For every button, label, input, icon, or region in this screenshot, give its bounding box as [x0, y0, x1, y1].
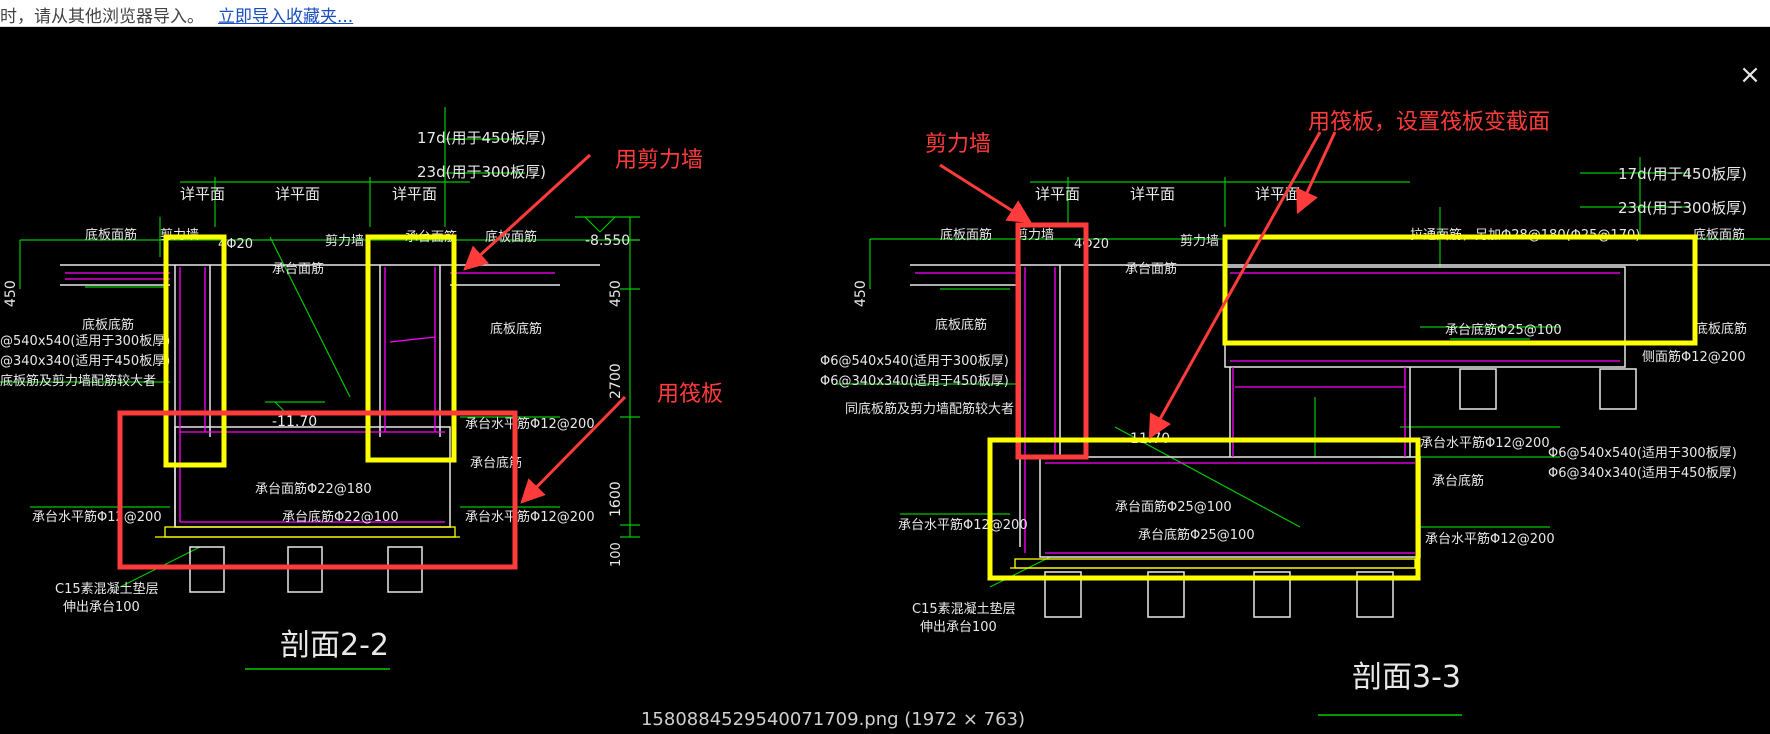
- r-label-top-1: 17d(用于450板厚): [1618, 165, 1747, 183]
- label-xiang-3: 详平面: [392, 185, 437, 203]
- label-spec-3: 底板筋及剪力墙配筋较大者: [0, 373, 156, 389]
- cad-labels: 17d(用于450板厚) 23d(用于300板厚) 详平面 详平面 详平面 底板…: [0, 129, 630, 615]
- label-dim-450-r: 450: [608, 280, 624, 307]
- r-label-xiang-3: 详平面: [1255, 185, 1300, 203]
- r-label-spec-1: Φ6@540x540(适用于300板厚): [820, 354, 1009, 369]
- r-label-spec-3: 同底板筋及剪力墙配筋较大者: [845, 401, 1014, 417]
- label-dim-2700: 2700: [608, 363, 624, 399]
- highlight-raft: [117, 410, 518, 570]
- r-label-shuiping-r: 承台水平筋Φ12@200: [1425, 531, 1555, 547]
- r-label-dibanmianjin-r: 底板面筋: [1693, 227, 1745, 243]
- label-shuiping-r2: 承台水平筋Φ12@200: [465, 509, 595, 525]
- label-dim-450-l: 450: [3, 280, 19, 307]
- r-label-d4: 4Φ20: [1074, 237, 1109, 252]
- highlight-wall-right-section: [1015, 222, 1089, 460]
- label-dijin-22: 承台底筋Φ22@100: [282, 509, 399, 525]
- section-3-3: 17d(用于450板厚) 23d(用于300板厚) 详平面 详平面 详平面 底板…: [820, 110, 1770, 716]
- r-label-shuiping-l: 承台水平筋Φ12@200: [898, 517, 1028, 533]
- r-label-dibandijin-r: 底板底筋: [1695, 321, 1747, 337]
- cushion-layer-right: [1014, 558, 1416, 569]
- r-label-mianjin-25-top: 承台底筋Φ25@100: [1445, 322, 1562, 338]
- label-dibanmianjin: 底板面筋: [85, 227, 137, 243]
- highlight-raft-top: [1222, 234, 1698, 346]
- r-label-jianliqiang-1: 剪力墙: [1015, 227, 1054, 243]
- label-xiang-1: 详平面: [180, 185, 225, 203]
- label-mianjin-22: 承台面筋Φ22@180: [255, 481, 372, 497]
- r-label-dijin-25: 承台底筋Φ25@100: [1138, 527, 1255, 543]
- import-notice-bar: 时，请从其他浏览器导入。 立即导入收藏夹...: [0, 0, 1770, 27]
- highlight-raft-bottom: [987, 437, 1421, 581]
- image-filename-caption: 1580884529540071709.png (1972 × 763): [640, 709, 1026, 730]
- r-label-jianliqiang-2: 剪力墙: [1180, 233, 1219, 249]
- label-c15-2: 伸出承台100: [63, 600, 140, 615]
- r-label-spec-r1: Φ6@540x540(适用于300板厚): [1548, 446, 1737, 461]
- section-title-2-2: 剖面2-2: [280, 628, 389, 663]
- label-spec-1: @540x540(适用于300板厚): [0, 334, 170, 349]
- annotation-raft-variable-section: 用筏板，设置筏板变截面: [1308, 110, 1550, 135]
- section-title-3-3: 剖面3-3: [1352, 660, 1461, 695]
- label-dibandijin-r: 底板底筋: [490, 321, 542, 337]
- r-label-c15-1: C15素混凝土垫层: [912, 601, 1016, 617]
- r-label-top-2: 23d(用于300板厚): [1618, 199, 1747, 217]
- r-label-xiang-1: 详平面: [1035, 185, 1080, 203]
- r-label-chengtaidijin: 承台底筋: [1432, 473, 1484, 489]
- r-label-dim-450: 450: [853, 280, 869, 307]
- r-label-cemian: 侧面筋Φ12@200: [1642, 349, 1746, 365]
- cad-drawing: 17d(用于450板厚) 23d(用于300板厚) 详平面 详平面 详平面 底板…: [0, 107, 1770, 716]
- r-label-c15-2: 伸出承台100: [920, 620, 997, 635]
- r-label-dibanmianjin: 底板面筋: [940, 227, 992, 243]
- label-c15-1: C15素混凝土垫层: [55, 581, 159, 597]
- structure-outline-right: [910, 264, 1770, 618]
- rebar-lines: [65, 267, 555, 523]
- label-dibandijin-l: 底板底筋: [82, 317, 134, 333]
- notice-text: 时，请从其他浏览器导入。: [0, 7, 204, 27]
- highlight-wall-right: [365, 234, 457, 463]
- image-lightbox: 17d(用于450板厚) 23d(用于300板厚) 详平面 详平面 详平面 底板…: [0, 27, 1770, 734]
- label-chengtaimianjin-2: 承台面筋: [272, 261, 324, 277]
- label-shuiping-r: 承台水平筋Φ12@200: [465, 416, 595, 432]
- r-label-spec-2: Φ6@340x340(适用于450板厚): [820, 374, 1009, 389]
- cushion-layer: [164, 526, 456, 538]
- label-d4: 4Φ20: [218, 237, 253, 252]
- label-dim-1600: 1600: [608, 481, 624, 517]
- close-icon[interactable]: ×: [1739, 60, 1761, 90]
- annotation-shear-wall: 剪力墙: [925, 132, 991, 157]
- label-dim-100: 100: [609, 542, 624, 567]
- rebar-lines-right: [915, 267, 1620, 554]
- label-spec-2: @340x340(适用于450板厚): [0, 354, 170, 369]
- cad-labels-right: 17d(用于450板厚) 23d(用于300板厚) 详平面 详平面 详平面 底板…: [820, 165, 1747, 635]
- label-xiang-2: 详平面: [275, 185, 320, 203]
- label-elev-1: -8.550: [585, 233, 630, 249]
- label-top-2: 23d(用于300板厚): [417, 163, 546, 181]
- label-jianliqiang-2: 剪力墙: [325, 233, 364, 249]
- highlight-wall-left: [163, 234, 227, 468]
- r-label-chengtaimianjin: 承台面筋: [1125, 261, 1177, 277]
- r-label-spec-r2: Φ6@340x340(适用于450板厚): [1548, 466, 1737, 481]
- label-chengtaidijin: 承台底筋: [470, 455, 522, 471]
- annotation-use-shear-wall: 用剪力墙: [615, 148, 703, 173]
- label-top-1: 17d(用于450板厚): [417, 129, 546, 147]
- import-bookmarks-link[interactable]: 立即导入收藏夹...: [218, 7, 354, 27]
- annotation-use-raft: 用筏板: [657, 382, 723, 407]
- label-dibanmianjin-r: 底板面筋: [485, 229, 537, 245]
- label-elev-2: -11.70: [272, 414, 317, 430]
- r-label-mianjin-25: 承台面筋Φ25@100: [1115, 499, 1232, 515]
- r-label-xiang-2: 详平面: [1130, 185, 1175, 203]
- section-2-2: 17d(用于450板厚) 23d(用于300板厚) 详平面 详平面 详平面 底板…: [0, 107, 723, 670]
- r-label-shuiping-top: 承台水平筋Φ12@200: [1420, 435, 1550, 451]
- r-label-dibandijin-l: 底板底筋: [935, 317, 987, 333]
- label-shuiping-l: 承台水平筋Φ12@200: [32, 509, 162, 525]
- structure-outline: [60, 264, 600, 593]
